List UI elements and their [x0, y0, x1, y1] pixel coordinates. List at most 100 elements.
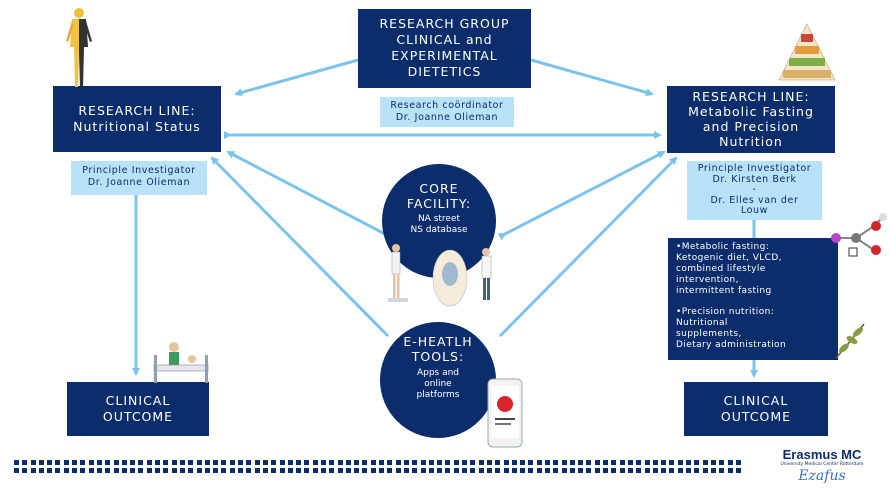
- right-clinical-outcome-text: CLINICAL OUTCOME: [720, 393, 792, 424]
- band-dot: [710, 468, 716, 473]
- band-dot: [221, 460, 227, 465]
- band-dot: [254, 468, 260, 473]
- right-clinical-outcome-box: CLINICAL OUTCOME: [684, 382, 828, 436]
- band-dot: [677, 468, 683, 473]
- right-investigator-text: Principle Investigator Dr. Kirsten Berk …: [697, 163, 812, 216]
- band-dot: [163, 460, 169, 465]
- band-dot: [453, 468, 459, 473]
- band-dot: [229, 460, 235, 465]
- band-dot: [14, 468, 19, 473]
- research-line-fasting-box: RESEARCH LINE: Metabolic Fasting and Pre…: [667, 86, 835, 153]
- band-dot: [694, 468, 700, 473]
- band-dot: [395, 468, 401, 473]
- band-dot: [727, 460, 733, 465]
- band-dot: [304, 468, 310, 473]
- band-dot: [113, 468, 119, 473]
- band-dot: [478, 468, 484, 473]
- band-dot: [379, 468, 385, 473]
- band-dot: [702, 468, 708, 473]
- band-dot: [561, 460, 567, 465]
- band-dot: [63, 468, 69, 473]
- band-dot: [511, 460, 517, 465]
- band-dot: [495, 460, 501, 465]
- right-details-box: •Metabolic fasting: Ketogenic diet, VLCD…: [668, 238, 838, 360]
- band-dot: [627, 468, 633, 473]
- band-dot: [470, 468, 476, 473]
- band-dot: [246, 460, 252, 465]
- band-dot: [22, 460, 28, 465]
- band-dot: [478, 460, 484, 465]
- band-dot: [470, 460, 476, 465]
- band-dot: [238, 468, 244, 473]
- band-dot: [138, 468, 144, 473]
- band-dot: [113, 460, 119, 465]
- band-dot: [138, 460, 144, 465]
- band-dot: [644, 468, 650, 473]
- band-dot: [578, 468, 584, 473]
- band-dot: [702, 460, 708, 465]
- band-dot: [569, 468, 575, 473]
- band-dot: [503, 460, 509, 465]
- band-dot: [379, 460, 385, 465]
- band-dot: [30, 468, 36, 473]
- band-dot: [445, 460, 451, 465]
- band-dot: [320, 460, 326, 465]
- molecule-icon: [831, 213, 887, 257]
- band-dot: [735, 460, 741, 465]
- band-dot: [14, 460, 19, 465]
- band-dot: [30, 460, 36, 465]
- herb-branch-icon: [835, 323, 865, 359]
- band-dot: [171, 468, 177, 473]
- band-dot: [88, 468, 94, 473]
- band-dot: [611, 468, 617, 473]
- band-dot: [719, 468, 725, 473]
- band-dot: [55, 460, 61, 465]
- band-dot: [163, 468, 169, 473]
- band-dot: [536, 468, 542, 473]
- band-dot: [636, 468, 642, 473]
- band-dot: [287, 468, 293, 473]
- band-dot: [296, 468, 302, 473]
- band-dot: [179, 460, 185, 465]
- band-dot: [420, 468, 426, 473]
- band-dot: [47, 468, 53, 473]
- band-dot: [38, 468, 44, 473]
- band-dot: [545, 468, 550, 473]
- band-dot: [188, 460, 194, 465]
- band-dot: [412, 460, 418, 465]
- band-dot: [304, 460, 310, 465]
- band-dot: [686, 468, 692, 473]
- band-dot: [370, 460, 376, 465]
- band-dot: [428, 468, 434, 473]
- band-dot: [503, 468, 509, 473]
- band-dot: [329, 460, 335, 465]
- band-dot: [221, 468, 227, 473]
- band-dot: [403, 460, 409, 465]
- band-dot: [72, 460, 78, 465]
- band-dot: [735, 468, 741, 473]
- band-dot: [727, 468, 733, 473]
- band-dot: [453, 460, 459, 465]
- band-dot: [155, 468, 161, 473]
- band-dot: [545, 460, 550, 465]
- band-dot: [337, 468, 343, 473]
- body-composition-illustration: [388, 244, 492, 307]
- band-dot: [196, 460, 202, 465]
- band-dot: [486, 468, 492, 473]
- band-dot: [578, 460, 584, 465]
- band-dot: [354, 468, 360, 473]
- band-dot: [188, 468, 194, 473]
- band-dot: [312, 460, 318, 465]
- band-dot: [105, 460, 111, 465]
- band-dot: [486, 460, 492, 465]
- band-dot: [652, 460, 658, 465]
- band-dot: [320, 468, 326, 473]
- band-dot: [603, 460, 609, 465]
- band-dot: [121, 468, 127, 473]
- core-facility-title: CORE FACILITY:: [406, 181, 472, 211]
- band-dot: [146, 468, 152, 473]
- logo-script: Ezafus: [798, 468, 846, 484]
- band-dot: [669, 468, 675, 473]
- band-dot: [611, 460, 617, 465]
- band-dot: [354, 460, 360, 465]
